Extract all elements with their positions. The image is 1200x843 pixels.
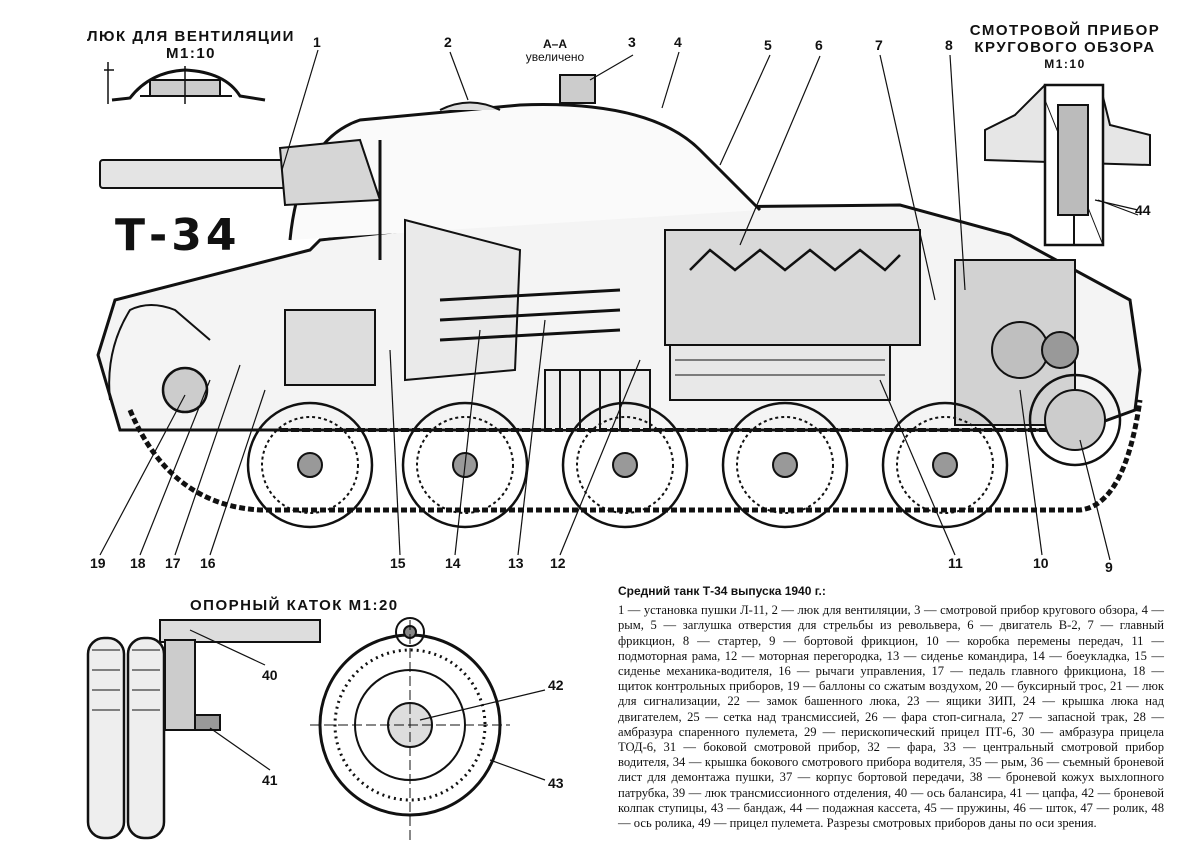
callout-13: 13 (508, 555, 524, 571)
callout-12: 12 (550, 555, 566, 571)
periscope-inset-drawing (984, 83, 1151, 247)
section-aa-line2: увеличено (525, 50, 585, 64)
callout-41: 41 (262, 772, 278, 788)
callout-17: 17 (165, 555, 181, 571)
callout-19: 19 (90, 555, 106, 571)
legend-body: 1 — установка пушки Л-11, 2 — люк для ве… (618, 603, 1164, 831)
callout-44: 44 (1135, 202, 1151, 218)
callout-7: 7 (875, 37, 883, 53)
callout-16: 16 (200, 555, 216, 571)
periscope-title-line2: КРУГОВОГО ОБЗОРА (974, 39, 1156, 56)
vent-hatch-title: ЛЮК ДЛЯ ВЕНТИЛЯЦИИ М1:10 (85, 28, 297, 62)
section-aa-label: А–А увеличено (525, 38, 585, 64)
callout-14: 14 (445, 555, 461, 571)
callout-43: 43 (548, 775, 564, 791)
tank-hull (96, 74, 1142, 432)
callout-11: 11 (948, 555, 963, 571)
callout-5: 5 (764, 37, 772, 53)
vent-hatch-title-line1: ЛЮК ДЛЯ ВЕНТИЛЯЦИИ (87, 28, 295, 45)
callout-4: 4 (674, 34, 682, 50)
road-wheels (161, 366, 1122, 529)
section-aa-line1: А–А (542, 37, 567, 51)
vent-hatch-inset-drawing (104, 62, 266, 104)
tank-model-title: Т-34 (115, 210, 241, 261)
vent-hatch-scale: М1:10 (165, 45, 217, 62)
periscope-title-line1: СМОТРОВОЙ ПРИБОР (969, 22, 1161, 39)
callout-15: 15 (390, 555, 406, 571)
callout-3: 3 (628, 34, 636, 50)
callout-10: 10 (1033, 555, 1049, 571)
periscope-title: СМОТРОВОЙ ПРИБОР КРУГОВОГО ОБЗОРА М1:10 (960, 22, 1170, 73)
callout-1: 1 (313, 34, 321, 50)
callout-2: 2 (444, 34, 452, 50)
road-wheel-title: ОПОРНЫЙ КАТОК М1:20 (190, 597, 399, 614)
road-wheel-inset-drawing (86, 617, 510, 840)
callout-40: 40 (262, 667, 278, 683)
callout-42: 42 (548, 677, 564, 693)
callout-18: 18 (130, 555, 146, 571)
periscope-scale: М1:10 (1044, 57, 1086, 71)
legend-title: Средний танк Т-34 выпуска 1940 г.: (618, 584, 826, 598)
leader-lines (99, 49, 1139, 781)
callout-6: 6 (815, 37, 823, 53)
callout-9: 9 (1105, 559, 1113, 575)
legend: Средний танк Т-34 выпуска 1940 г.: 1 — у… (618, 584, 1164, 831)
callout-8: 8 (945, 37, 953, 53)
callout-numbers: 1 2 3 4 5 6 7 8 9 10 11 12 13 14 15 16 1… (90, 34, 1151, 791)
